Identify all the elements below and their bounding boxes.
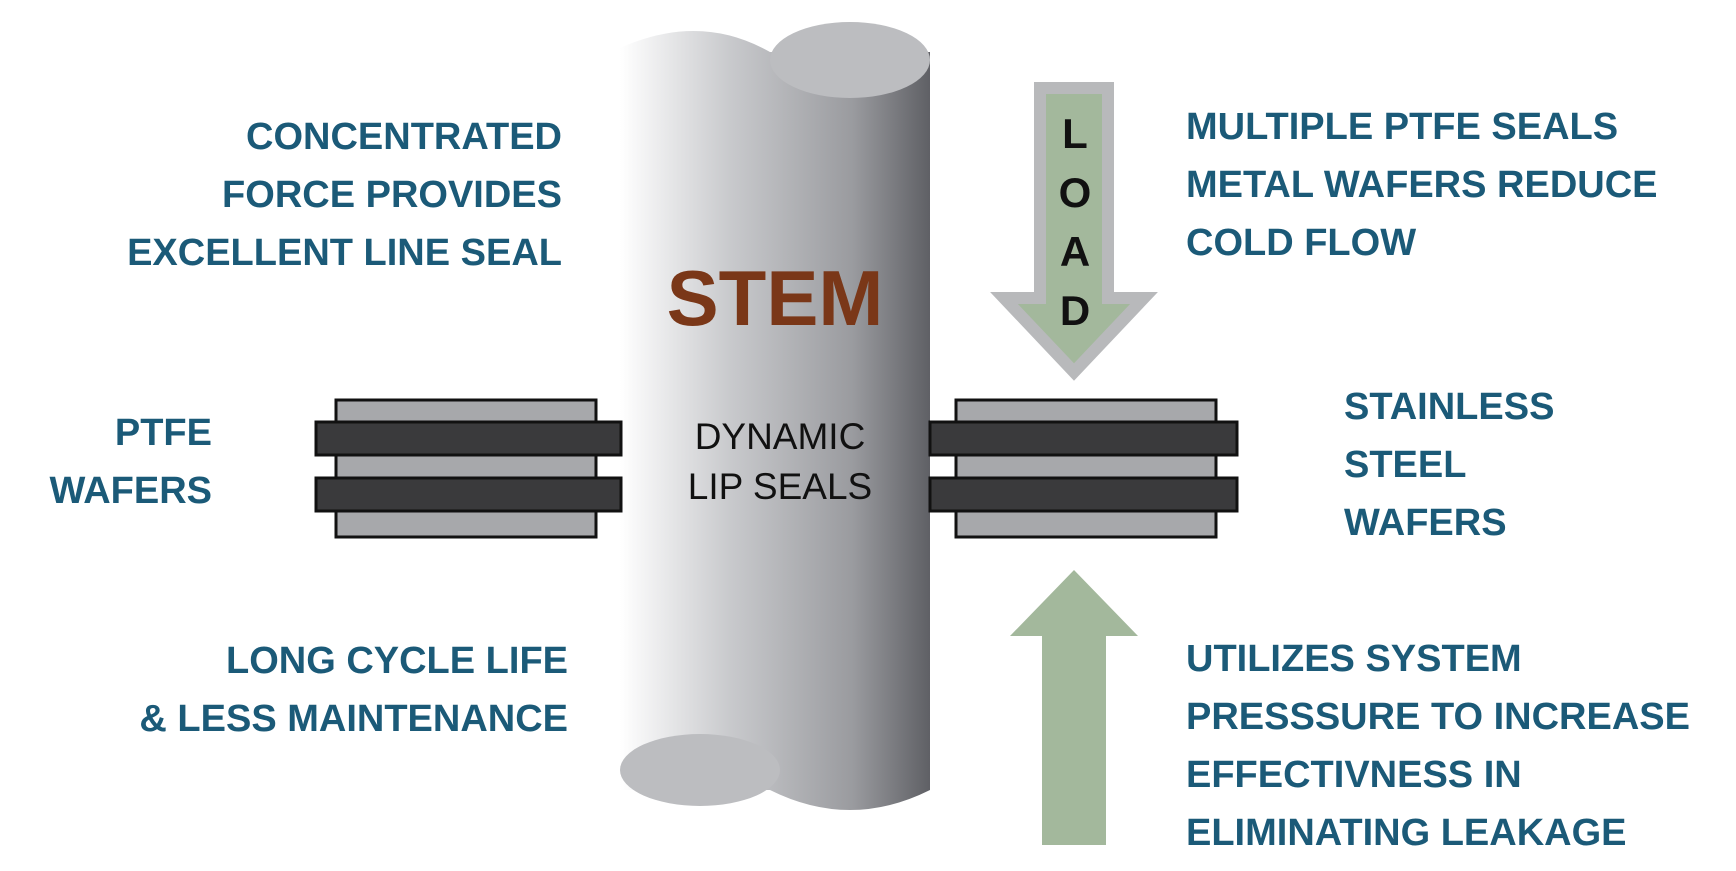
load-arrow [990, 82, 1158, 381]
callout-bottom-right: UTILIZES SYSTEM PRESSSURE TO INCREASE EF… [1186, 630, 1690, 862]
load-letter-o: O [1058, 169, 1092, 216]
stem-body [620, 30, 930, 810]
callout-bottom-right-line-2: PRESSSURE TO INCREASE [1186, 696, 1690, 738]
right-ptfe-wafer-2 [928, 476, 1239, 513]
pressure-arrow [1010, 570, 1138, 845]
right-ptfe-wafer-1 [928, 420, 1239, 457]
right-packing-stack [928, 398, 1239, 539]
load-letter-l: L [1062, 110, 1088, 157]
left-steel-wafer-mid [334, 453, 598, 480]
callout-top-left-line-2: FORCE PROVIDES [222, 174, 562, 216]
callout-top-right-line-3: COLD FLOW [1186, 222, 1417, 264]
dynamic-lip-seals-label: DYNAMIC LIP SEALS [660, 412, 900, 512]
callout-mid-right-line-1: STAINLESS [1344, 386, 1555, 428]
callout-mid-left: PTFE WAFERS [49, 404, 212, 520]
callout-bottom-left-line-2: & LESS MAINTENANCE [139, 698, 568, 740]
callout-mid-left-line-1: PTFE [114, 412, 212, 454]
right-steel-wafer-top [954, 398, 1218, 426]
left-steel-wafer-bottom [334, 509, 598, 539]
left-packing-stack [314, 398, 623, 539]
left-ptfe-wafer-1 [314, 420, 623, 457]
stem-top-cap [770, 22, 930, 98]
callout-mid-right-line-3: WAFERS [1344, 502, 1507, 544]
callout-top-right-line-2: METAL WAFERS REDUCE [1186, 164, 1658, 206]
callout-mid-right-line-2: STEEL [1344, 444, 1467, 486]
stem-title: STEM [666, 254, 884, 342]
callout-top-right: MULTIPLE PTFE SEALS METAL WAFERS REDUCE … [1186, 98, 1658, 272]
seal-label-line-2: LIP SEALS [687, 466, 873, 507]
load-letter-d: D [1059, 287, 1091, 334]
callout-top-left-line-1: CONCENTRATED [246, 116, 562, 158]
callout-bottom-left: LONG CYCLE LIFE & LESS MAINTENANCE [139, 632, 568, 748]
left-ptfe-wafer-2 [314, 476, 623, 513]
callout-bottom-left-line-1: LONG CYCLE LIFE [226, 640, 568, 682]
callout-top-left: CONCENTRATED FORCE PROVIDES EXCELLENT LI… [127, 108, 562, 282]
callout-mid-left-line-2: WAFERS [49, 470, 212, 512]
seal-label-line-1: DYNAMIC [694, 416, 866, 457]
callout-bottom-right-line-4: ELIMINATING LEAKAGE [1186, 812, 1627, 854]
right-steel-wafer-mid [954, 453, 1218, 480]
callout-top-left-line-3: EXCELLENT LINE SEAL [127, 232, 562, 274]
load-letter-a: A [1059, 228, 1091, 275]
load-arrow-label: L O A D [1045, 104, 1105, 340]
stem-bottom-cap [620, 734, 780, 806]
callout-bottom-right-line-1: UTILIZES SYSTEM [1186, 638, 1522, 680]
callout-mid-right: STAINLESS STEEL WAFERS [1344, 378, 1554, 552]
callout-bottom-right-line-3: EFFECTIVNESS IN [1186, 754, 1522, 796]
callout-top-right-line-1: MULTIPLE PTFE SEALS [1186, 106, 1619, 148]
left-steel-wafer-top [334, 398, 598, 426]
right-steel-wafer-bottom [954, 509, 1218, 539]
